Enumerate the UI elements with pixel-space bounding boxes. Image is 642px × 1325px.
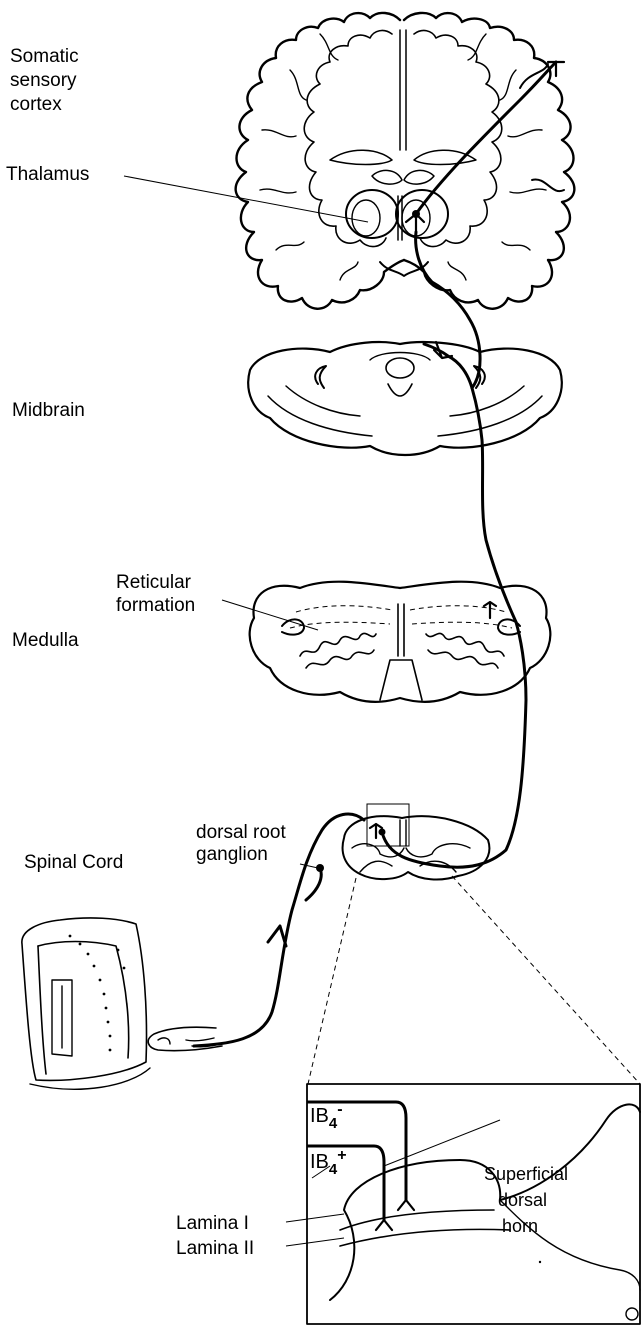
lamina-2-pointer bbox=[286, 1238, 344, 1246]
superficial-dorsal-horn-label-1: Superficial bbox=[484, 1164, 568, 1184]
superficial-dorsal-horn-label-3: horn bbox=[502, 1216, 538, 1236]
medulla-label: Medulla bbox=[12, 630, 79, 651]
thalamus-label: Thalamus bbox=[6, 164, 89, 185]
ib4-plus-label: IB4+ bbox=[310, 1147, 347, 1178]
brain-coronal-section bbox=[236, 13, 575, 309]
lamina-2-label: Lamina II bbox=[176, 1238, 254, 1259]
ib4-minus-label: IB4- bbox=[310, 1101, 343, 1132]
spinal-cord-label: Spinal Cord bbox=[24, 852, 123, 873]
superficial-dorsal-horn-label-2: dorsal bbox=[498, 1190, 547, 1210]
lamina-1-label: Lamina I bbox=[176, 1213, 249, 1234]
reticular-formation-pointer bbox=[222, 600, 318, 630]
midbrain-label: Midbrain bbox=[12, 400, 85, 421]
somatic-sensory-cortex-label-1: Somatic bbox=[10, 46, 79, 67]
inset-frame bbox=[307, 1084, 640, 1324]
spinal-cord-section bbox=[343, 804, 490, 879]
zoom-line-left bbox=[308, 878, 356, 1084]
ib4-plus-pointer bbox=[384, 1120, 500, 1166]
somatic-sensory-cortex-label-3: cortex bbox=[10, 94, 62, 115]
dorsal-root-ganglion-label-1: dorsal root bbox=[196, 822, 286, 843]
pathway-arrowhead bbox=[268, 926, 286, 946]
thalamus-pointer bbox=[124, 176, 368, 222]
dorsal-root-ganglion-pointer bbox=[300, 864, 318, 868]
dorsal-horn-inset bbox=[286, 1084, 640, 1324]
zoom-line-right bbox=[452, 876, 640, 1084]
dorsal-root-ganglion-label-2: ganglion bbox=[196, 844, 268, 865]
reticular-formation-label-1: Reticular bbox=[116, 572, 192, 593]
midbrain-section bbox=[248, 342, 562, 455]
somatic-sensory-cortex-label-2: sensory bbox=[10, 70, 77, 91]
finger-illustration bbox=[148, 1027, 222, 1051]
iron-illustration bbox=[22, 918, 150, 1089]
reticular-formation-label-2: formation bbox=[116, 595, 195, 616]
lamina-1-pointer bbox=[286, 1214, 344, 1222]
